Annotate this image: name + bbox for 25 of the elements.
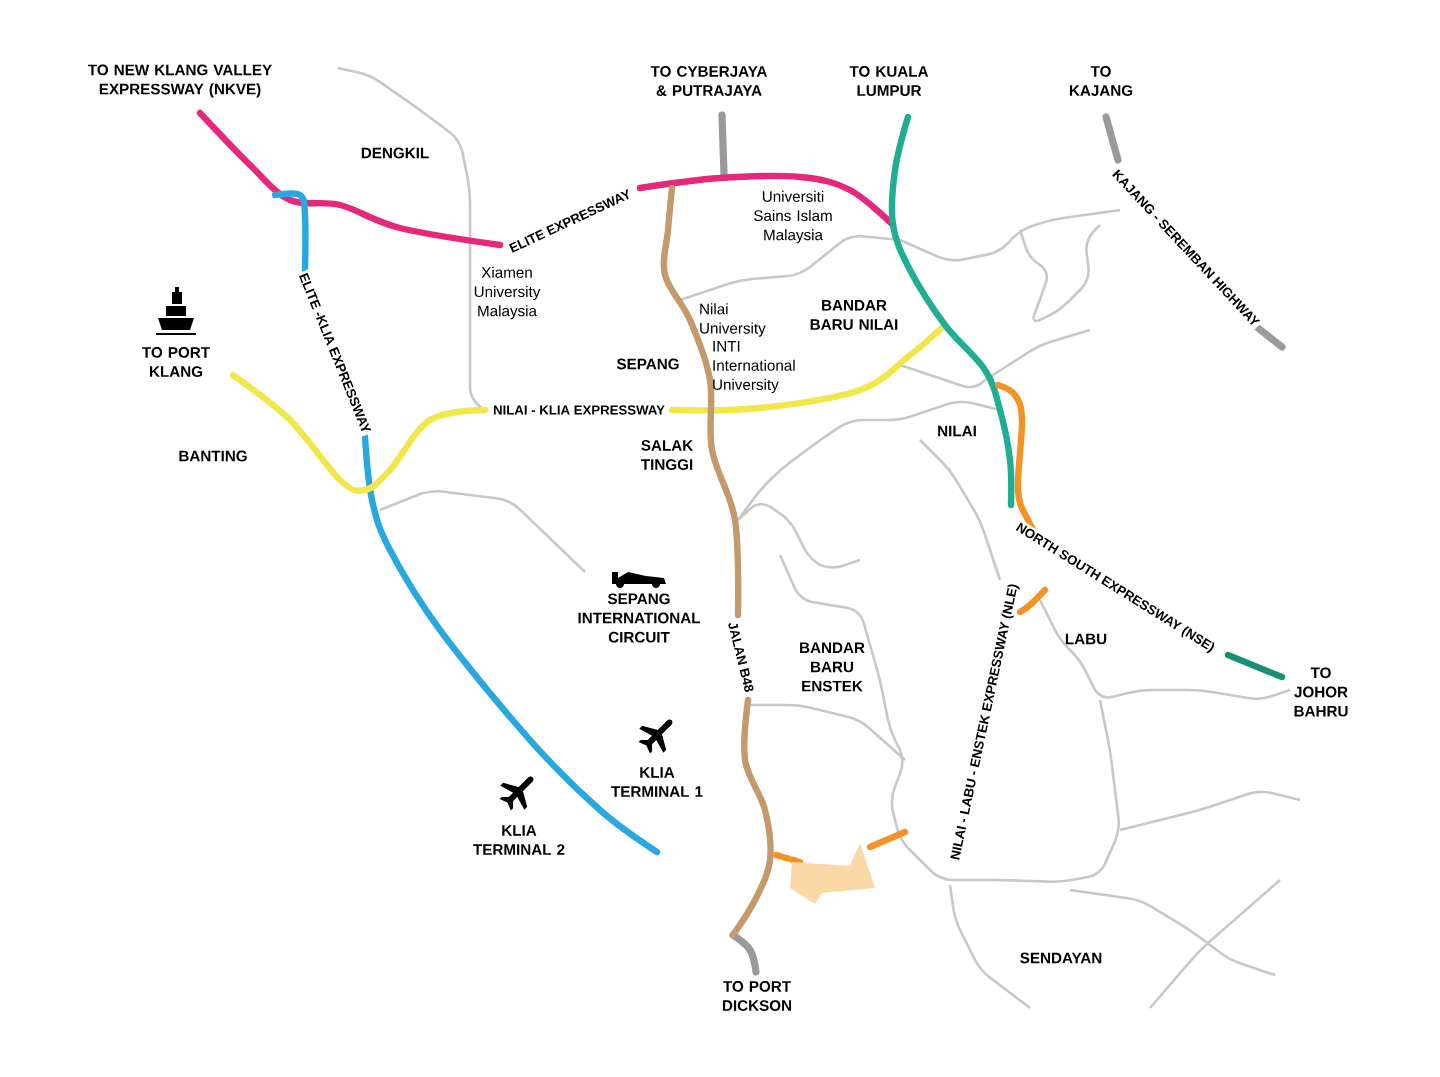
place-name: TO CYBERJAYA & PUTRAJAYA — [650, 66, 768, 96]
place-name: NILAI — [938, 425, 976, 437]
place-name: TO PORT KLANG — [142, 347, 210, 377]
place-name: SALAK TINGGI — [641, 440, 694, 470]
place-name: SENDAYAN — [1020, 952, 1102, 964]
place-name: Universiti Sains Islam Malaysia — [754, 190, 832, 244]
place-name: BANTING — [179, 450, 247, 462]
place-name: TO PORT DICKSON — [722, 981, 792, 1011]
place-name: SEPANG — [616, 358, 679, 370]
place-name: TO KAJANG — [1069, 66, 1133, 96]
place-name: TO KUALA LUMPUR — [849, 66, 929, 96]
place-name: KLIA TERMINAL 1 — [611, 767, 703, 797]
place-name: Xiamen University Malaysia — [474, 266, 541, 320]
place-name: TO JOHOR BAHRU — [1294, 667, 1348, 717]
place-name: DENGKIL — [361, 147, 429, 159]
road-name: JALAN B48 — [725, 618, 757, 696]
place-name: Nilai University — [700, 303, 766, 337]
place-name: BANDAR BARU NILAI — [810, 300, 898, 330]
place-name: BANDAR BARU ENSTEK — [800, 642, 865, 692]
place-name: TO NEW KLANG VALLEY EXPRESSWAY (NKVE) — [88, 64, 272, 98]
place-name: KLIA TERMINAL 2 — [473, 825, 565, 855]
road-name: NILAI - KLIA EXPRESSWAY — [491, 403, 667, 417]
place-name: INTI International University — [713, 341, 795, 394]
place-name: SEPANG INTERNATIONAL CIRCUIT — [578, 593, 701, 643]
place-name: LABU — [1065, 633, 1107, 645]
